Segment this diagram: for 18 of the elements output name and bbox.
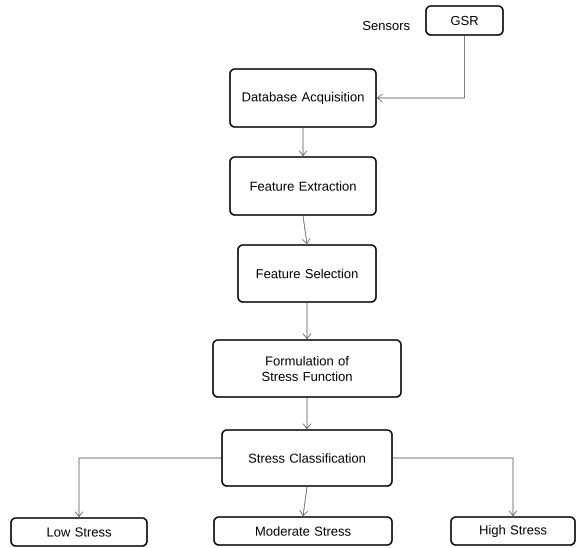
arrow	[392, 458, 518, 516]
arrow	[299, 486, 308, 516]
arrow	[298, 127, 308, 156]
process-box: Stress Classification	[221, 429, 393, 487]
arrow	[74, 458, 222, 518]
process-box: Formulation of Stress Function	[212, 339, 402, 398]
process-box: Feature Selection	[237, 244, 377, 303]
process-box: Feature Extraction	[229, 156, 377, 216]
arrow	[302, 215, 311, 244]
process-box: GSR	[425, 5, 504, 36]
arrow	[302, 397, 312, 430]
process-box: High Stress	[450, 516, 576, 546]
arrow	[376, 35, 465, 102]
process-box: Moderate Stress	[213, 516, 393, 546]
beside-label: Sensors	[362, 20, 410, 30]
process-box: Low Stress	[10, 517, 148, 547]
process-box: Database Acquisition	[229, 68, 377, 128]
arrow	[302, 302, 312, 340]
